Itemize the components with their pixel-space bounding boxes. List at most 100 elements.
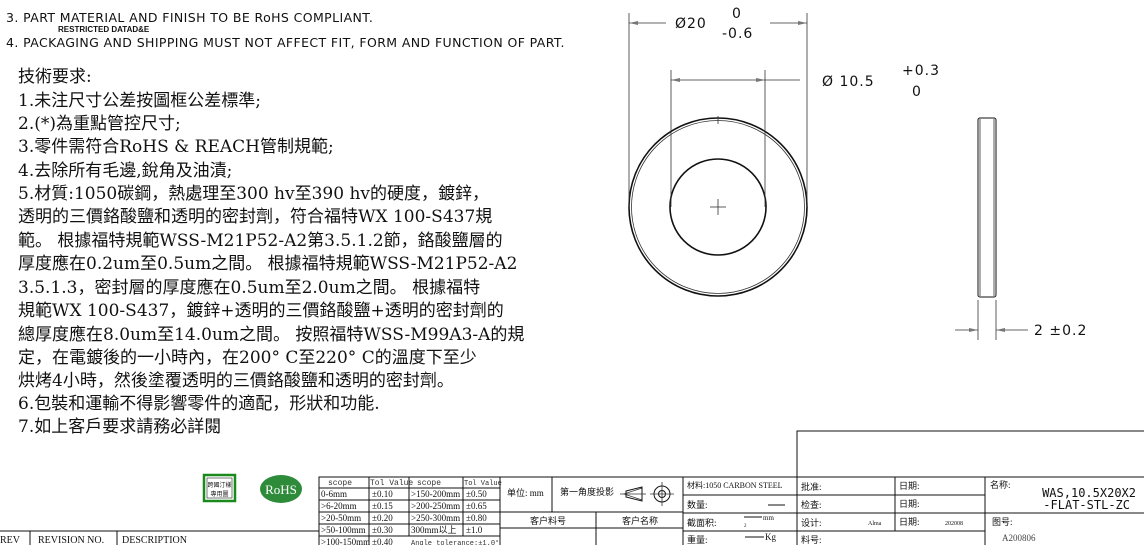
inner-circle xyxy=(669,158,767,256)
designed-date-value: 202008 xyxy=(945,521,963,527)
revision-no-header: REVISION NO. xyxy=(38,535,104,545)
part-name-label: 名称: xyxy=(990,479,1011,490)
customer-part-no-label: 客户料号 xyxy=(530,515,566,526)
part-no-label: 料号: xyxy=(801,534,822,545)
table-header: Tol Value xyxy=(464,480,502,488)
designer-name: Alma xyxy=(868,521,882,527)
table-cell: >200-250mm xyxy=(411,501,460,511)
outer-diameter-label: Ø20 xyxy=(675,16,707,32)
quantity-label: 数量: xyxy=(687,499,708,510)
stamp-border xyxy=(202,473,237,503)
note-4: 4. PACKAGING AND SHIPPING MUST NOT AFFEC… xyxy=(6,35,565,50)
section-area-exponent: 2 xyxy=(744,524,747,529)
special-drawing-stamp: 跨國汀樣 專用圖 xyxy=(202,473,237,503)
table-header: scope xyxy=(328,479,352,488)
weight-label: 重量: xyxy=(687,534,708,545)
weight-unit: Kg xyxy=(765,532,776,542)
arrowhead xyxy=(629,21,638,25)
requirement-line: 烘烤4小時，然後塗覆透明的三價鉻酸鹽和透明的密封劑。 xyxy=(18,370,454,391)
requirement-line: 3.5.1.3，密封層的厚度應在0.5um至2.0um之間。 根據福特 xyxy=(18,277,480,298)
stamp-text: 專用圖 xyxy=(210,490,228,498)
designed-label: 设计: xyxy=(801,517,822,528)
requirement-line: 範。 根據福特規範WSS-M21P52-A2第3.5.1.2節，鉻酸鹽層的 xyxy=(18,231,503,251)
rohs-badge: RoHS xyxy=(260,475,302,503)
requirement-line: 6.包裝和運輸不得影響零件的適配，形狀和功能. xyxy=(18,394,380,414)
table-cell: >6-20mm xyxy=(321,501,357,511)
arrowhead xyxy=(671,78,680,82)
table-cell: ±0.40 xyxy=(372,537,393,545)
requirement-line: 規範WX 100-S437，鍍鋅+透明的三價鉻酸鹽+透明的密封劑的 xyxy=(18,300,504,321)
projection-label: 第一角度投影 xyxy=(560,486,614,497)
table-cell: >20-50mm xyxy=(321,513,361,523)
table-cell: ±0.50 xyxy=(466,489,487,499)
stamp-inner-border xyxy=(206,477,233,499)
requirement-line: 5.材質:1050碳鋼，熱處理至300 hv至390 hv的硬度，鍍鋅， xyxy=(18,183,489,204)
approved-label: 批准: xyxy=(801,481,822,492)
table-cell: Angle tolerance:±1.0° xyxy=(411,539,499,545)
title-block: 单位: mm 第一角度投影 客户料号 客户名称 材料:1050 CARBON S… xyxy=(500,430,1144,545)
table-cell: ±0.20 xyxy=(372,513,393,523)
outer-tolerance-lower: -0.6 xyxy=(722,26,753,42)
rohs-text: RoHS xyxy=(265,482,297,497)
part-name-line2: -FLAT-STL-ZC xyxy=(1043,498,1130,512)
requirement-line: 2.(*)為重點管控尺寸; xyxy=(18,114,181,134)
designed-date-label: 日期: xyxy=(899,517,920,527)
requirement-line: 定，在電鍍後的一小時內，在200° C至220° C的溫度下至少 xyxy=(18,347,477,368)
requirement-line: 1.未注尺寸公差按圖框公差標準; xyxy=(18,91,261,111)
table-cell: ±0.30 xyxy=(372,525,393,535)
side-view: 2 ±0.2 xyxy=(955,117,1087,340)
title-top-box xyxy=(796,430,1144,478)
thickness-label: 2 ±0.2 xyxy=(1034,323,1087,339)
stamp-text: 跨國汀樣 xyxy=(207,481,231,489)
material-label: 材料:1050 CARBON STEEL xyxy=(687,480,783,490)
checked-label: 检查: xyxy=(801,499,822,510)
requirement-line: 4.去除所有毛邊,銳角及油漬; xyxy=(18,161,232,181)
table-cell: ±0.80 xyxy=(466,513,487,523)
drawing-no-label: 图号: xyxy=(992,517,1013,527)
tolerance-table: scope Tol Value scope Tol Value xyxy=(318,476,502,545)
arrowhead xyxy=(969,328,978,332)
arrowhead xyxy=(996,328,1005,332)
tolerance-rows: 0-6mm ±0.10 >150-200mm ±0.50 >6-20mm ±0.15 >20… xyxy=(321,489,499,545)
first-angle-projection-icon xyxy=(620,482,674,506)
outer-tolerance-upper: 0 xyxy=(732,6,742,22)
front-view: Ø20 0 -0.6 Ø 10.5 +0.3 0 xyxy=(628,6,940,297)
table-cell: >250-300mm xyxy=(411,513,460,523)
section-area-unit: mm xyxy=(763,514,774,522)
table-cell: >150-200mm xyxy=(411,489,460,499)
inner-tolerance-upper: +0.3 xyxy=(902,63,940,79)
requirement-line: 透明的三價鉻酸鹽和透明的密封劑，符合福特WX 100-S437規 xyxy=(18,207,492,227)
requirements-title: 技術要求: xyxy=(18,67,92,87)
rohs-ellipse xyxy=(260,475,302,503)
arrowhead xyxy=(798,21,807,25)
description-header: DESCRIPTION xyxy=(122,535,187,545)
table-cell: >100-150mm xyxy=(321,537,370,545)
technical-requirements: 技術要求: 1.未注尺寸公差按圖框公差標準; 2.(*)為重點管控尺寸; 3.零… xyxy=(18,67,524,437)
restricted-data-label: RESTRICTED DATAD&E xyxy=(58,25,150,34)
table-cell: ±0.15 xyxy=(372,501,393,511)
table-cell: >50-100mm xyxy=(321,525,366,535)
table-cell: 300mm以上 xyxy=(411,525,457,535)
revision-header: REV REVISION NO. DESCRIPTION xyxy=(0,530,319,545)
table-header: Tol Value xyxy=(370,479,413,488)
section-area-label: 截面积: xyxy=(687,517,717,528)
table-cell: ±0.65 xyxy=(466,501,487,511)
requirement-line: 厚度應在0.2um至0.5um之間。 根據福特規範WSS-M21P52-A2 xyxy=(18,253,517,274)
table-cell: ±0.10 xyxy=(372,489,393,499)
requirement-line: 7.如上客戶要求請務必詳閱 xyxy=(18,417,221,437)
drawing-no: A200806 xyxy=(1002,533,1036,543)
requirement-line: 3.零件需符合RoHS & REACH管制規範; xyxy=(18,137,334,157)
customer-name-label: 客户名称 xyxy=(622,515,658,526)
checked-date-label: 日期: xyxy=(899,499,920,509)
side-profile xyxy=(977,117,997,298)
table-cell: 0-6mm xyxy=(321,489,347,499)
table-header: scope xyxy=(417,479,441,488)
rev-header: REV xyxy=(0,535,21,545)
note-3: 3. PART MATERIAL AND FINISH TO BE RoHS C… xyxy=(6,10,373,25)
requirement-line: 總厚度應在8.0um至14.0um之間。 按照福特WSS-M99A3-A的規 xyxy=(18,324,524,345)
inner-diameter-label: Ø 10.5 xyxy=(822,74,875,90)
table-cell: ±1.0 xyxy=(466,525,483,535)
arrowhead xyxy=(756,78,765,82)
part-name-line1: WAS,10.5X20X2 xyxy=(1042,486,1136,500)
